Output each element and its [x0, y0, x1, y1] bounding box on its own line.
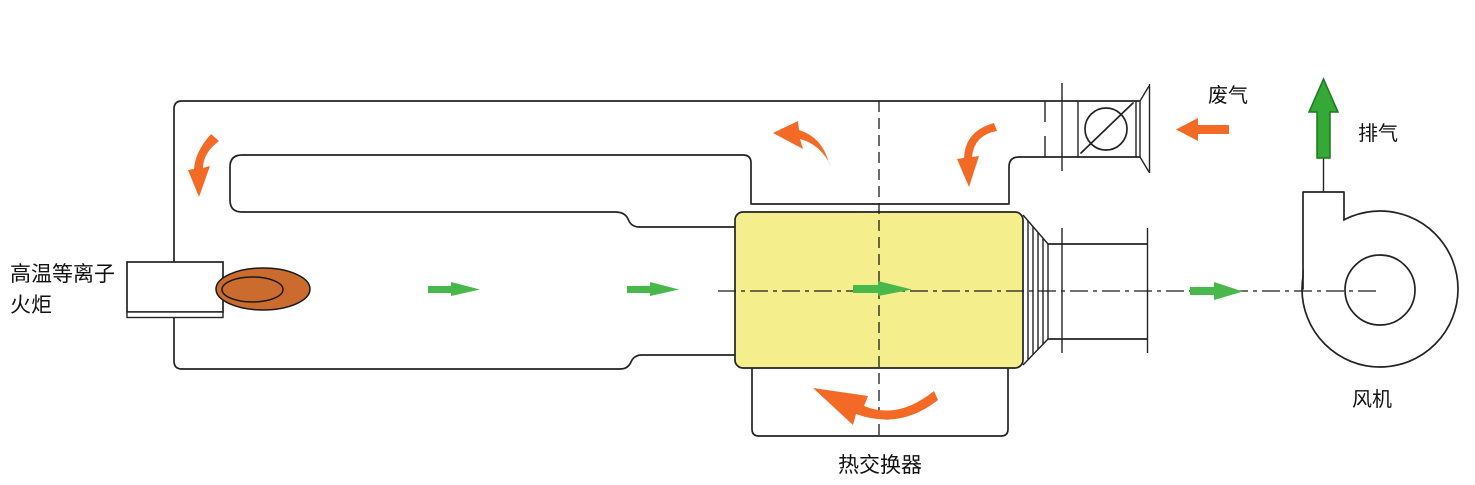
flow-arrow-outlet: [1190, 282, 1243, 300]
inlet-bellmouth: [1139, 85, 1150, 173]
torch-label-line2: 火炬: [10, 294, 52, 317]
heat-exchanger-label: 热交换器: [838, 454, 922, 477]
inlet-passage-wall: [1008, 156, 1141, 205]
plasma-torch-base: [126, 311, 224, 319]
exhaust-up-arrow: [1307, 77, 1340, 159]
fan-outlet-stem-fill: [1303, 192, 1344, 291]
fan-hub-circle: [1344, 254, 1416, 326]
plasma-torch-body: [126, 261, 224, 313]
outlet-duct: [1047, 243, 1148, 340]
flow-arrow-heat-exchanger: [853, 281, 912, 296]
torch-label-line1: 高温等离子: [10, 263, 115, 286]
flow-arrow-chamber-2: [627, 282, 679, 296]
recirculation-arrow-bottom: [813, 388, 938, 425]
recirculation-arrow-top-middle: [773, 121, 831, 166]
exhaust-label: 排气: [1358, 122, 1398, 145]
fan-label: 风机: [1352, 388, 1392, 411]
waste-gas-inlet-arrow: [1176, 118, 1229, 141]
recirculation-arrow-top-left: [188, 134, 219, 197]
damper-valve-blade: [1080, 102, 1134, 154]
damper-valve-circle: [1084, 107, 1128, 151]
recirculation-arrow-top-right: [957, 123, 997, 187]
outlet-cone: [1022, 214, 1049, 366]
plasma-flame-inner: [221, 276, 284, 303]
waste-gas-label: 废气: [1208, 84, 1248, 107]
hx-bottom-plenum: [751, 367, 1009, 437]
combustion-chamber-outline: [173, 100, 1141, 370]
baffle-outline: [229, 154, 752, 228]
flow-arrow-chamber-1: [428, 282, 480, 296]
